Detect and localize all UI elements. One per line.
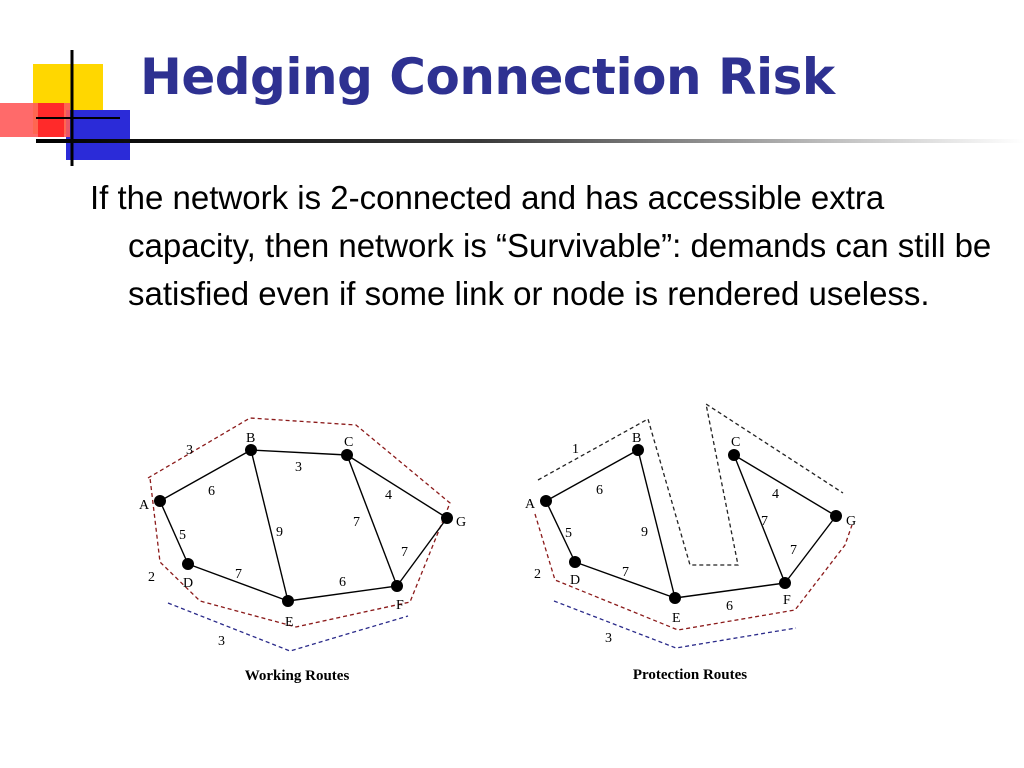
- node-D: [569, 556, 581, 568]
- node-E: [669, 592, 681, 604]
- edge-weight-A-D: 5: [565, 526, 572, 541]
- edge-weight-C-G: 4: [772, 487, 779, 502]
- edge-weight-F-G: 7: [401, 545, 408, 560]
- node-B: [632, 444, 644, 456]
- edge-weight-A-D: 5: [179, 528, 186, 543]
- node-F: [779, 577, 791, 589]
- edge-weight-D-E: 7: [235, 567, 242, 582]
- edge-weight-E-F: 6: [339, 575, 346, 590]
- slide-logo-decoration: [0, 50, 130, 166]
- edge-E-F: [674, 582, 786, 599]
- node-E: [282, 595, 294, 607]
- edge-weight-C-F: 7: [353, 515, 360, 530]
- node-label-F: F: [396, 598, 404, 613]
- node-label-A: A: [525, 497, 536, 512]
- node-label-D: D: [183, 576, 193, 591]
- node-G: [830, 510, 842, 522]
- node-label-A: A: [139, 498, 150, 513]
- edge-A-D: [159, 500, 189, 565]
- node-label-D: D: [570, 573, 580, 588]
- protection-route-outline-upper: [537, 402, 844, 566]
- node-label-C: C: [344, 435, 353, 450]
- node-A: [154, 495, 166, 507]
- node-A: [540, 495, 552, 507]
- node-label-E: E: [672, 611, 681, 626]
- node-C: [728, 449, 740, 461]
- edge-C-G: [733, 454, 837, 517]
- diagram-caption: Protection Routes: [633, 667, 747, 683]
- edge-A-B: [545, 449, 639, 502]
- edge-weight-D-E: 7: [622, 565, 629, 580]
- working-routes-diagram: A B C D E F G 6 3 5 9 7 4 7 6 7 3 2 3 Wo…: [139, 417, 466, 684]
- node-label-F: F: [783, 593, 791, 608]
- route-label-left: 2: [534, 567, 541, 582]
- edge-C-F: [733, 454, 786, 584]
- edge-C-G: [346, 454, 448, 519]
- edge-D-E: [187, 563, 289, 602]
- edge-F-G: [396, 517, 448, 587]
- route-label-top-left: 1: [572, 442, 579, 457]
- edge-A-B: [159, 449, 252, 502]
- edge-weight-B-C: 3: [295, 460, 302, 475]
- diagram-caption: Working Routes: [245, 668, 350, 684]
- node-B: [245, 444, 257, 456]
- edge-B-E: [250, 449, 289, 602]
- node-label-B: B: [246, 431, 255, 446]
- edge-B-C: [250, 449, 348, 456]
- protection-routes-diagram: A B C D E F G 6 5 9 7 4 7 6 7 1 2 3 Prot…: [525, 402, 856, 683]
- edge-weight-B-E: 9: [641, 525, 648, 540]
- slide-title: Hedging Connection Risk: [140, 48, 835, 106]
- node-label-E: E: [285, 615, 294, 630]
- edge-E-F: [287, 585, 398, 602]
- node-C: [341, 449, 353, 461]
- route-label-bottom: 3: [605, 631, 612, 646]
- working-route-outline-lower: [167, 602, 409, 652]
- node-label-B: B: [632, 431, 641, 446]
- edge-weight-A-B: 6: [596, 483, 603, 498]
- edge-weight-F-G: 7: [790, 543, 797, 558]
- edge-weight-C-G: 4: [385, 488, 392, 503]
- working-route-outline-upper: [147, 417, 451, 628]
- node-F: [391, 580, 403, 592]
- protection-route-outline-lower: [534, 513, 853, 631]
- edge-D-E: [574, 561, 676, 599]
- node-D: [182, 558, 194, 570]
- edge-B-E: [637, 449, 676, 599]
- node-G: [441, 512, 453, 524]
- node-label-C: C: [731, 435, 740, 450]
- edge-weight-C-F: 7: [761, 514, 768, 529]
- node-label-G: G: [846, 514, 856, 529]
- edge-A-D: [545, 500, 576, 563]
- edge-weight-E-F: 6: [726, 599, 733, 614]
- node-label-G: G: [456, 515, 466, 530]
- edge-C-F: [346, 454, 398, 587]
- edge-F-G: [784, 515, 837, 584]
- route-label-left: 2: [148, 570, 155, 585]
- title-underline: [36, 139, 1024, 143]
- edge-weight-A-B: 6: [208, 484, 215, 499]
- route-label-top-left: 3: [186, 443, 193, 458]
- protection-route-outline-bottom: [553, 600, 797, 649]
- bullet-paragraph: If the network is 2-connected and has ac…: [90, 179, 992, 312]
- edge-weight-B-E: 9: [276, 525, 283, 540]
- route-label-bottom: 3: [218, 634, 225, 649]
